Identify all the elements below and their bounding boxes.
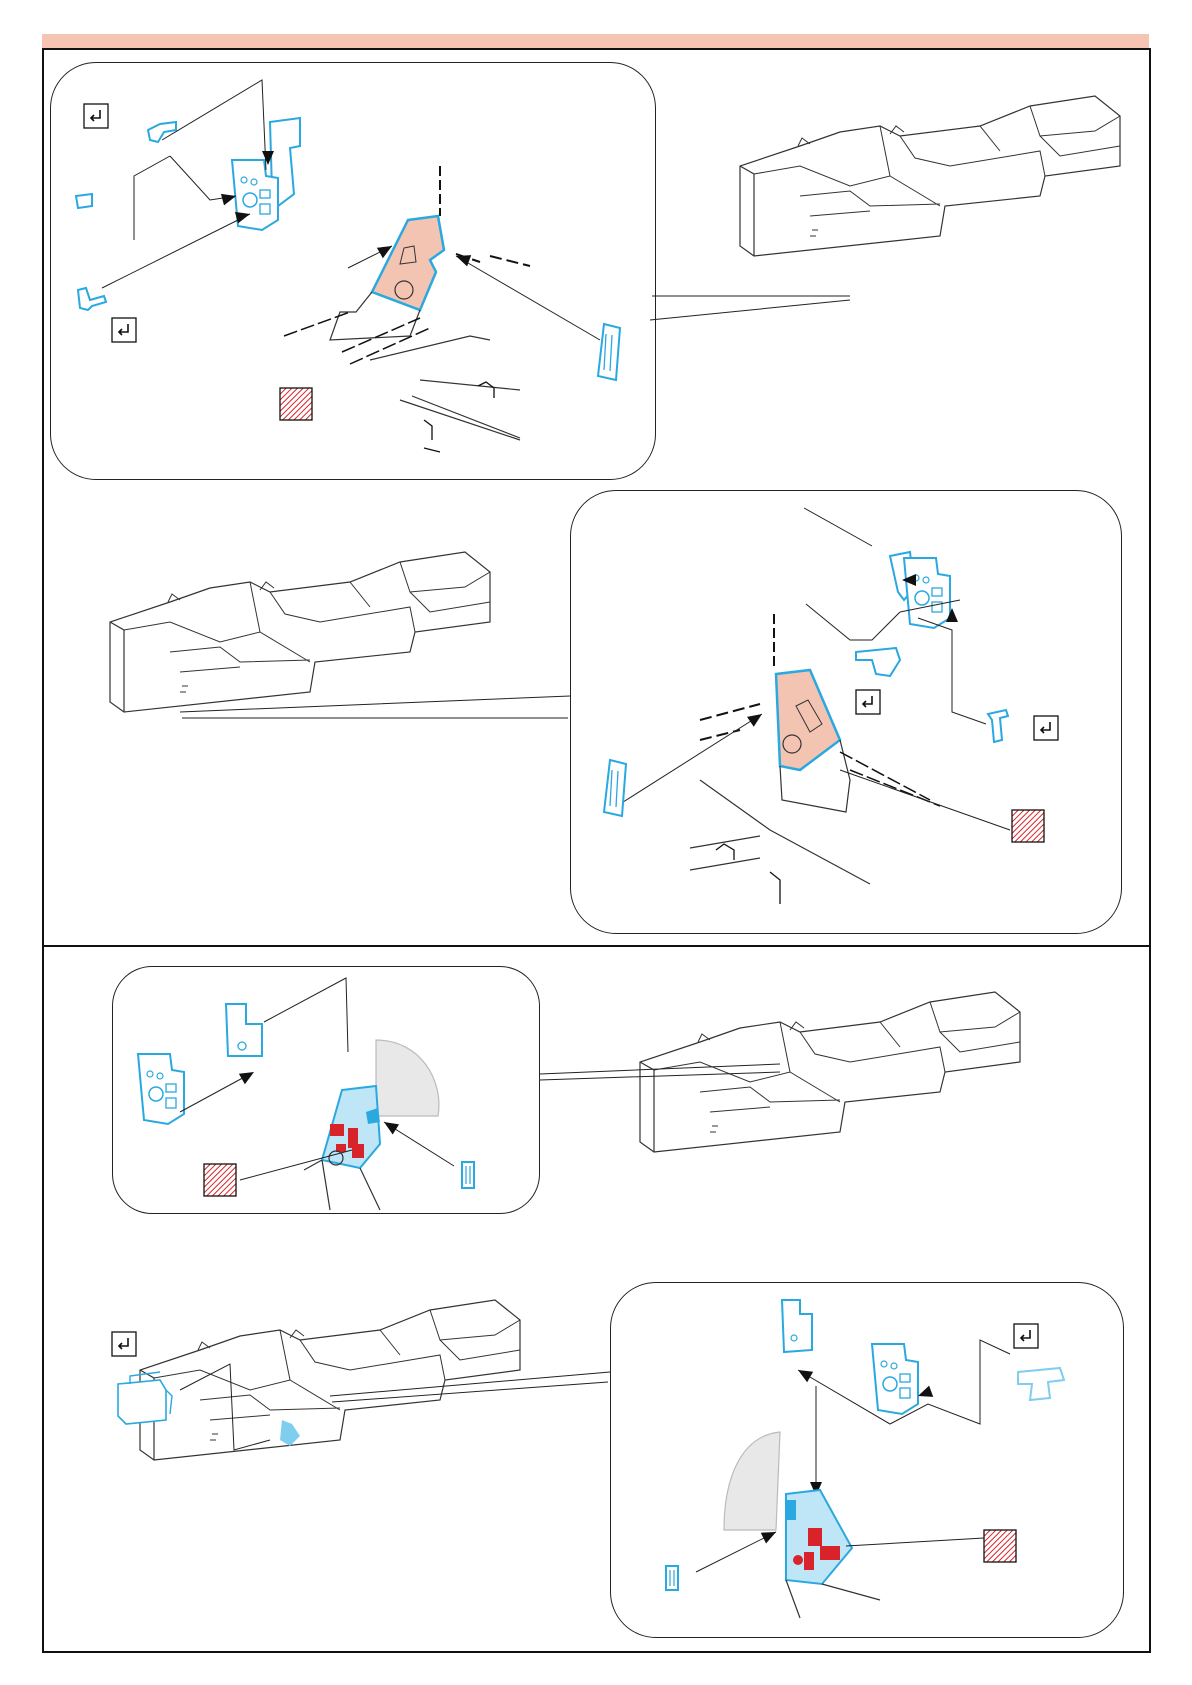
pedal-part [666, 1566, 678, 1590]
bend-icon [1014, 1324, 1038, 1348]
instrument-panel [890, 552, 950, 628]
bend-icon [112, 318, 136, 342]
pedal-part [604, 760, 626, 816]
bend-icon [84, 104, 108, 128]
instrument-panel [138, 1004, 262, 1124]
canopy-glass [724, 1432, 780, 1530]
paint-hatch-icon [1012, 810, 1044, 842]
canopy-glass [376, 1040, 439, 1116]
seat-part [1018, 1368, 1064, 1400]
cockpit-detail [284, 166, 600, 452]
cockpit-tub [640, 992, 1020, 1152]
bend-icon [856, 690, 880, 714]
bend-icon [112, 1332, 136, 1356]
pedal-part [462, 1162, 474, 1188]
paint-hatch-icon [280, 388, 312, 420]
paint-hatch-icon [204, 1164, 236, 1196]
paint-hatch-icon [984, 1530, 1016, 1562]
cockpit-tub [740, 96, 1120, 256]
instrument-panel [782, 1300, 918, 1414]
cockpit-tub [110, 552, 490, 712]
bend-icon [1034, 716, 1058, 740]
pedal-part [598, 324, 620, 380]
cockpit-tub [140, 1300, 520, 1460]
seat-part [76, 122, 176, 310]
